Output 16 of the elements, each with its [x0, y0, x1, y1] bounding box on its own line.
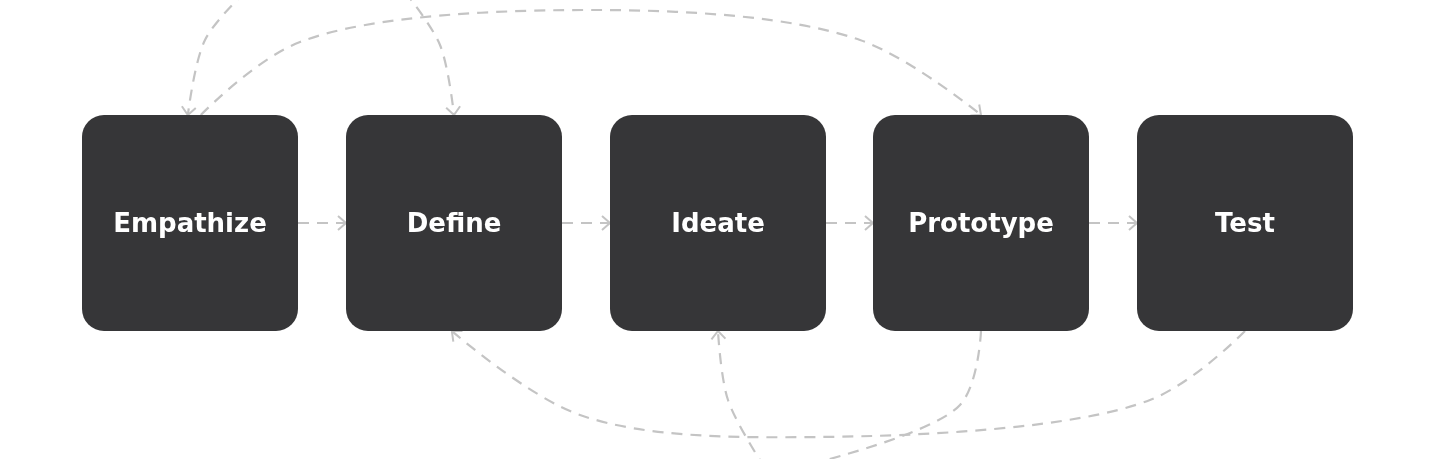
process-box	[346, 115, 562, 331]
process-box	[873, 115, 1089, 331]
step-label: Define	[406, 208, 502, 238]
dashed-arrow	[298, 215, 347, 231]
process-box	[610, 115, 826, 331]
dashed-arrow	[200, 8, 982, 117]
step-label: Empathize	[113, 208, 267, 238]
step-label: Prototype	[908, 208, 1054, 238]
dashed-arrow	[1089, 215, 1138, 231]
process-box	[82, 115, 298, 331]
step-label: Test	[1215, 208, 1275, 238]
process-box	[1137, 115, 1353, 331]
dashed-arrow	[826, 215, 874, 231]
dashed-arrow	[562, 215, 611, 231]
dashed-arrow	[450, 329, 1246, 439]
step-label: Ideate	[671, 208, 765, 238]
